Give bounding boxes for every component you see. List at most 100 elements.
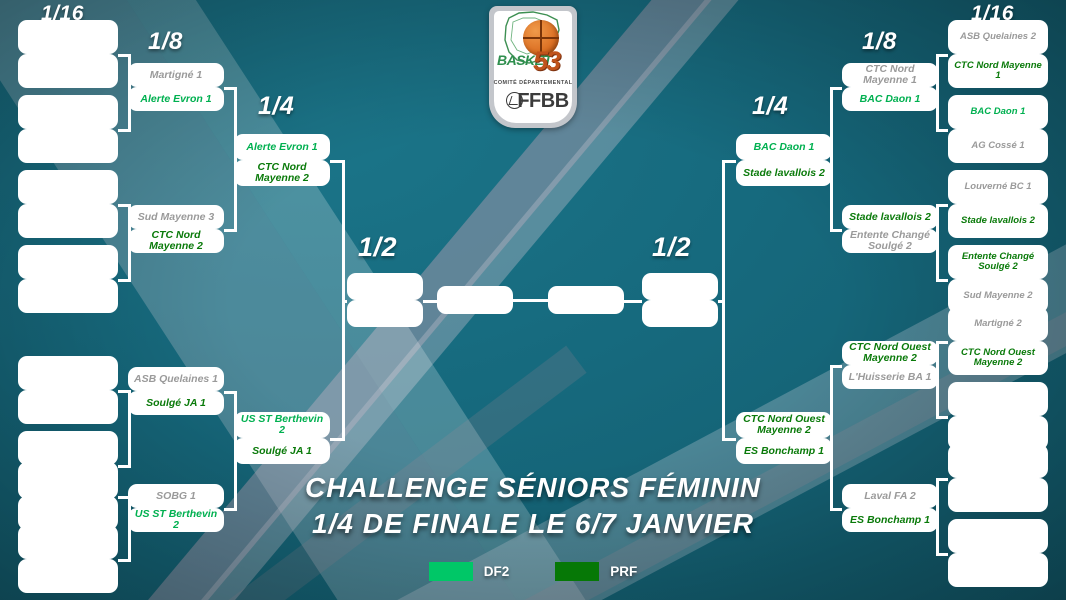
connector-h — [330, 438, 344, 441]
connector-h — [224, 391, 236, 394]
event-title-line2: 1/4 DE FINALE LE 6/7 JANVIER — [312, 507, 754, 539]
slot-left-r16-4-top[interactable] — [18, 356, 118, 390]
connector-h — [118, 559, 130, 562]
slot-right-r8-0-bottom[interactable]: BAC Daon 1 — [842, 87, 938, 111]
connector-h-centre — [513, 299, 548, 302]
slot-right-r4-0-bottom[interactable]: Stade lavallois 2 — [736, 160, 832, 186]
connector-h — [118, 496, 130, 499]
slot-right-r8-3-top[interactable]: Laval FA 2 — [842, 484, 938, 508]
slot-left-r8-3-top[interactable]: SOBG 1 — [128, 484, 224, 508]
slot-right-r16-7-bottom[interactable] — [948, 553, 1048, 587]
slot-right-r16-6-bottom[interactable] — [948, 478, 1048, 512]
slot-right-r2-0-top[interactable] — [642, 273, 718, 300]
slot-right-r2-0-bottom[interactable] — [642, 300, 718, 327]
slot-left-r8-3-bottom[interactable]: US ST Berthevin 2 — [128, 508, 224, 532]
slot-right-r8-2-top[interactable]: CTC Nord Ouest Mayenne 2 — [842, 341, 938, 365]
slot-left-r16-4-bottom[interactable] — [18, 390, 118, 424]
connector-h — [936, 54, 948, 57]
slot-right-r16-1-top[interactable]: BAC Daon 1 — [948, 95, 1048, 129]
slot-right-r16-0-top[interactable]: ASB Quelaines 2 — [948, 20, 1048, 54]
slot-right-r16-2-top[interactable]: Louverné BC 1 — [948, 170, 1048, 204]
slot-right-r8-0-top[interactable]: CTC Nord Mayenne 1 — [842, 63, 938, 87]
slot-right-r16-6-top[interactable] — [948, 444, 1048, 478]
connector-h — [330, 160, 344, 163]
slot-right-r4-1-top[interactable]: CTC Nord Ouest Mayenne 2 — [736, 412, 832, 438]
slot-left-r8-1-bottom[interactable]: CTC Nord Mayenne 2 — [128, 229, 224, 253]
connector-h — [224, 229, 236, 232]
logo-brand-text: BASKET — [497, 52, 552, 68]
round-label-left-2: 1/2 — [358, 232, 398, 262]
round-label-right-8: 1/8 — [862, 28, 897, 55]
slot-right-r8-2-bottom[interactable]: L'Huisserie BA 1 — [842, 365, 938, 389]
event-title-line1: CHALLENGE SÉNIORS FÉMININ — [305, 472, 761, 503]
legend-item-df2: DF2 — [428, 562, 510, 581]
slot-right-r16-5-top[interactable] — [948, 382, 1048, 416]
slot-right-r16-4-top[interactable]: Martigné 2 — [948, 307, 1048, 341]
slot-left-r16-7-top[interactable] — [18, 525, 118, 559]
slot-right-r8-1-top[interactable]: Stade lavallois 2 — [842, 205, 938, 229]
slot-right-r16-0-bottom[interactable]: CTC Nord Mayenne 1 — [948, 54, 1048, 88]
slot-left-r4-1-top[interactable]: US ST Berthevin 2 — [234, 412, 330, 438]
legend-label-df2: DF2 — [483, 564, 510, 579]
event-title: CHALLENGE SÉNIORS FÉMININ 1/4 DE FINALE … — [0, 470, 1066, 542]
connector-h — [936, 129, 948, 132]
slot-left-r8-0-bottom[interactable]: Alerte Evron 1 — [128, 87, 224, 111]
slot-right-r4-1-bottom[interactable]: ES Bonchamp 1 — [736, 438, 832, 464]
connector-h — [722, 438, 736, 441]
slot-left-final[interactable] — [437, 286, 513, 314]
slot-left-r8-2-top[interactable]: ASB Quelaines 1 — [128, 367, 224, 391]
slot-left-r16-5-top[interactable] — [18, 431, 118, 465]
legend-swatch-prf — [555, 562, 600, 581]
slot-right-r4-0-top[interactable]: BAC Daon 1 — [736, 134, 832, 160]
connector-h — [342, 300, 347, 303]
connector-h — [118, 204, 130, 207]
legend-item-prf: PRF — [555, 562, 637, 581]
slot-right-r16-1-bottom[interactable]: AG Cossé 1 — [948, 129, 1048, 163]
connector-h — [624, 300, 642, 303]
slot-right-r16-4-bottom[interactable]: CTC Nord Ouest Mayenne 2 — [948, 341, 1048, 375]
connector-v — [234, 87, 237, 232]
connector-v — [830, 87, 833, 232]
slot-right-r16-7-top[interactable] — [948, 519, 1048, 553]
connector-h — [118, 129, 130, 132]
slot-left-r16-6-top[interactable] — [18, 462, 118, 496]
slot-left-r2-0-bottom[interactable] — [347, 300, 423, 327]
connector-h — [936, 478, 948, 481]
ffbb-mark-icon — [506, 92, 523, 109]
slot-left-r2-0-top[interactable] — [347, 273, 423, 300]
slot-left-r16-2-top[interactable] — [18, 170, 118, 204]
slot-left-r16-0-top[interactable] — [18, 20, 118, 54]
connector-h — [936, 204, 948, 207]
slot-left-r4-0-top[interactable]: Alerte Evron 1 — [234, 134, 330, 160]
logo-number-text: 53 — [533, 46, 561, 76]
slot-left-r4-0-bottom[interactable]: CTC Nord Mayenne 2 — [234, 160, 330, 186]
round-label-left-8: 1/8 — [148, 28, 183, 55]
slot-right-r8-1-bottom[interactable]: Entente Changé Soulgé 2 — [842, 229, 938, 253]
category-legend: DF2 PRF — [0, 562, 1066, 581]
connector-v — [128, 390, 131, 468]
connector-h — [830, 365, 842, 368]
slot-left-r16-0-bottom[interactable] — [18, 54, 118, 88]
slot-right-r8-3-bottom[interactable]: ES Bonchamp 1 — [842, 508, 938, 532]
slot-left-r8-2-bottom[interactable]: Soulgé JA 1 — [128, 391, 224, 415]
slot-left-r16-7-bottom[interactable] — [18, 559, 118, 593]
slot-left-r16-3-bottom[interactable] — [18, 279, 118, 313]
connector-h — [830, 229, 842, 232]
slot-right-final[interactable] — [548, 286, 624, 314]
round-label-left-4: 1/4 — [258, 92, 295, 120]
slot-left-r8-1-top[interactable]: Sud Mayenne 3 — [128, 205, 224, 229]
logo-federation-text: FFBB — [517, 90, 569, 112]
slot-left-r16-1-bottom[interactable] — [18, 129, 118, 163]
connector-h — [118, 465, 130, 468]
slot-right-r16-3-top[interactable]: Entente Changé Soulgé 2 — [948, 245, 1048, 279]
slot-right-r16-2-bottom[interactable]: Stade lavallois 2 — [948, 204, 1048, 238]
slot-left-r8-0-top[interactable]: Martigné 1 — [128, 63, 224, 87]
connector-h — [936, 341, 948, 344]
round-label-left-16: 1/16 — [41, 2, 84, 25]
connector-h — [423, 300, 437, 303]
slot-left-r16-3-top[interactable] — [18, 245, 118, 279]
slot-left-r16-2-bottom[interactable] — [18, 204, 118, 238]
slot-left-r16-1-top[interactable] — [18, 95, 118, 129]
slot-left-r16-6-bottom[interactable] — [18, 496, 118, 530]
slot-left-r4-1-bottom[interactable]: Soulgé JA 1 — [234, 438, 330, 464]
